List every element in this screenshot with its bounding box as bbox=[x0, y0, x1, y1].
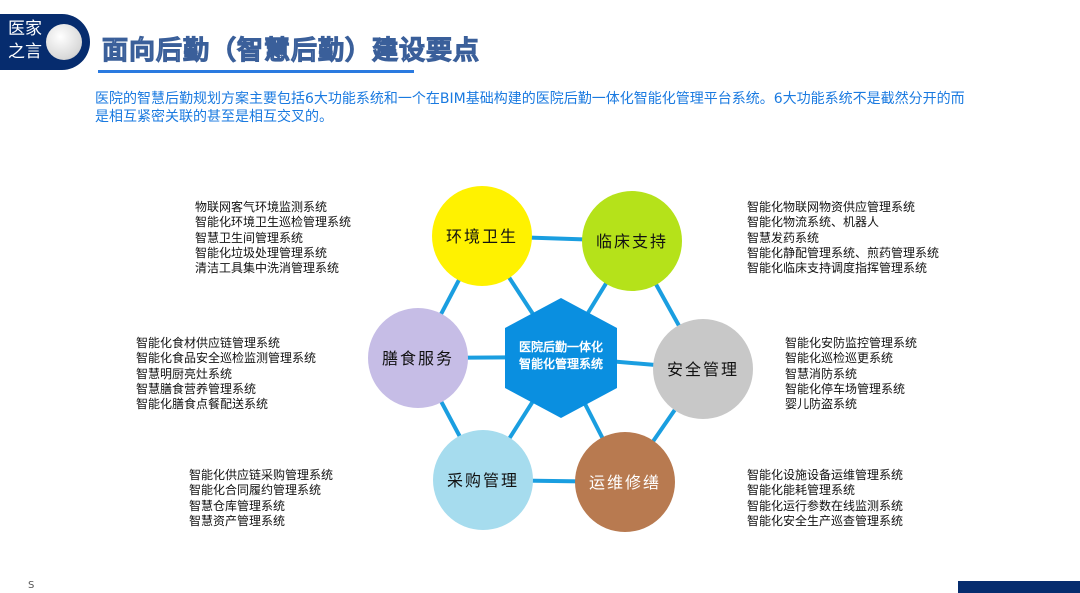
list-item: 智能化静配管理系统、煎药管理系统 bbox=[747, 245, 940, 260]
title-underline bbox=[98, 70, 414, 73]
list-security: 智能化安防监控管理系统智能化巡检巡更系统智慧消防系统智能化停车场管理系统婴儿防盗… bbox=[785, 336, 917, 412]
page-title: 面向后勤（智慧后勤）建设要点 bbox=[101, 36, 481, 67]
list-item: 智慧明厨亮灶系统 bbox=[136, 366, 233, 381]
center-hexagon bbox=[505, 298, 617, 418]
center-label-2: 智能化管理系统 bbox=[518, 356, 603, 371]
node-label: 安全管理 bbox=[667, 360, 739, 379]
logo-ball bbox=[46, 24, 82, 60]
list-item: 智能化临床支持调度指挥管理系统 bbox=[747, 261, 928, 276]
node-label: 膳食服务 bbox=[382, 349, 454, 368]
center-label-1: 医院后勤一体化 bbox=[519, 339, 603, 354]
node-label: 采购管理 bbox=[447, 471, 519, 490]
list-food: 智能化食材供应链管理系统智能化食品安全巡检监测管理系统智慧明厨亮灶系统智慧膳食营… bbox=[136, 336, 316, 412]
list-item: 智能化设施设备运维管理系统 bbox=[747, 468, 904, 482]
list-maint: 智能化设施设备运维管理系统智能化能耗管理系统智能化运行参数在线监测系统智能化安全… bbox=[747, 468, 903, 529]
list-item: 智能化能耗管理系统 bbox=[747, 483, 856, 498]
node-circle bbox=[432, 186, 532, 286]
logo-text: 医家之言 bbox=[8, 19, 42, 62]
node-circle bbox=[653, 319, 753, 419]
list-item: 智慧仓库管理系统 bbox=[189, 498, 286, 513]
list-env: 物联网客气环境监测系统智能化环境卫生巡检管理系统智慧卫生间管理系统智能化垃圾处理… bbox=[195, 200, 351, 276]
list-purchase: 智能化供应链采购管理系统智能化合同履约管理系统智慧仓库管理系统智慧资产管理系统 bbox=[189, 468, 333, 529]
node-label: 运维修缮 bbox=[589, 473, 661, 492]
list-item: 智能化食品安全巡检监测管理系统 bbox=[136, 351, 317, 366]
list-item: 智能化安全生产巡查管理系统 bbox=[747, 513, 904, 528]
node-label: 临床支持 bbox=[596, 232, 668, 251]
list-item: 智能化安防监控管理系统 bbox=[785, 336, 918, 350]
list-item: 智能化环境卫生巡检管理系统 bbox=[195, 215, 352, 230]
list-item: 智慧消防系统 bbox=[785, 366, 858, 381]
node-label: 环境卫生 bbox=[446, 227, 518, 246]
list-item: 智能化供应链采购管理系统 bbox=[189, 468, 334, 482]
list-item: 智能化垃圾处理管理系统 bbox=[195, 245, 328, 260]
node-circle bbox=[582, 191, 682, 291]
intro-text: 医院的智慧后勤规划方案主要包括6大功能系统和一个在BIM基础构建的医院后勤一体化… bbox=[95, 91, 965, 125]
list-item: 婴儿防盗系统 bbox=[785, 397, 858, 412]
list-item: 智慧资产管理系统 bbox=[189, 513, 286, 528]
corner-bar bbox=[958, 581, 1080, 593]
list-clinical: 智能化物联网物资供应管理系统智能化物流系统、机器人智慧发药系统智能化静配管理系统… bbox=[747, 200, 939, 276]
node-circle bbox=[368, 308, 468, 408]
list-item: 智能化巡检巡更系统 bbox=[785, 351, 894, 366]
list-item: 物联网客气环境监测系统 bbox=[195, 200, 328, 214]
list-item: 智能化膳食点餐配送系统 bbox=[136, 397, 269, 412]
list-item: 智能化物流系统、机器人 bbox=[747, 215, 880, 230]
list-item: 智慧卫生间管理系统 bbox=[195, 230, 304, 245]
list-item: 智能化物联网物资供应管理系统 bbox=[747, 200, 916, 214]
logo: 医家之言 bbox=[0, 14, 90, 70]
footer-mark: S bbox=[28, 580, 35, 591]
list-item: 智能化食材供应链管理系统 bbox=[136, 336, 281, 350]
list-item: 智能化运行参数在线监测系统 bbox=[747, 498, 904, 513]
list-item: 智能化合同履约管理系统 bbox=[189, 483, 322, 498]
list-item: 清洁工具集中洗消管理系统 bbox=[195, 261, 340, 276]
list-item: 智慧膳食营养管理系统 bbox=[136, 381, 257, 396]
list-item: 智慧发药系统 bbox=[747, 230, 820, 245]
node-circle bbox=[433, 430, 533, 530]
list-item: 智能化停车场管理系统 bbox=[785, 381, 906, 396]
node-circle bbox=[575, 432, 675, 532]
